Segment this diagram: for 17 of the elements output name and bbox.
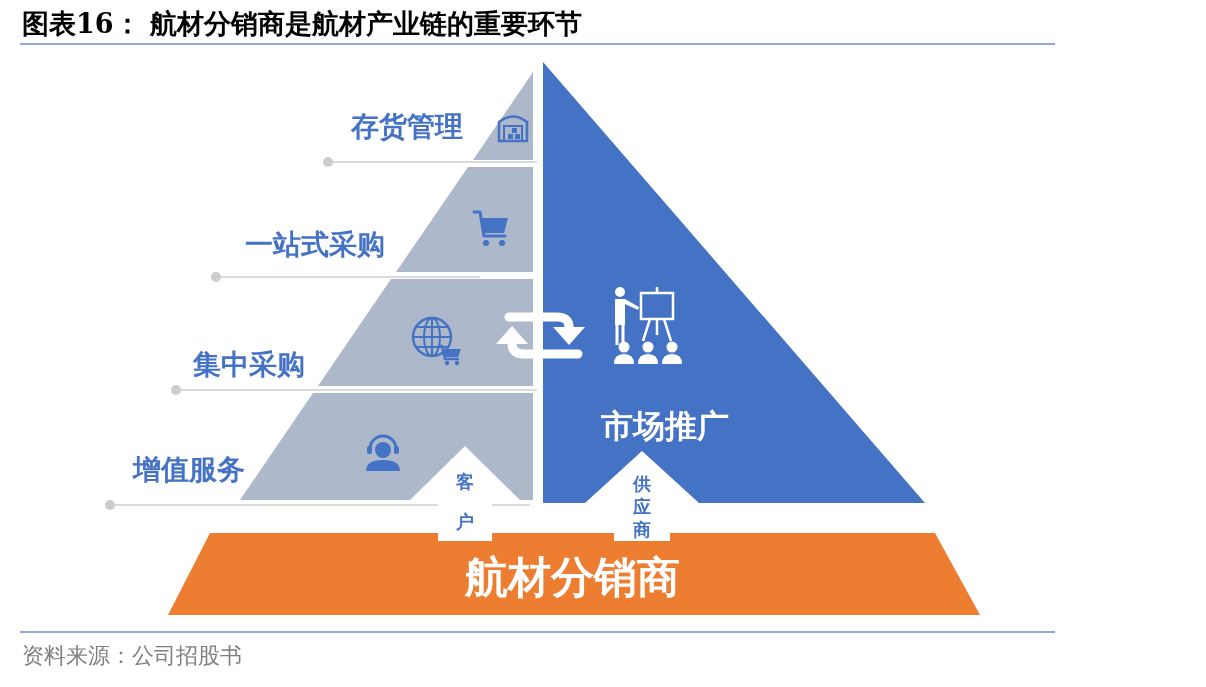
edge-label: 客户 — [455, 470, 475, 534]
pyramid-tier — [133, 393, 533, 500]
edge-label: 供应商 — [632, 472, 652, 541]
pyramid-tier — [245, 167, 533, 272]
block-arrow — [585, 451, 699, 541]
tier-label: 集中采购 — [193, 348, 305, 382]
block-label: 市场推广 — [601, 407, 729, 446]
tier-label: 存货管理 — [351, 110, 463, 144]
block-arrow — [410, 446, 520, 541]
curved-arrow — [496, 326, 583, 359]
base-label: 航材分销商 — [464, 552, 680, 604]
source-note: 资料来源：公司招股书 — [22, 642, 242, 670]
figure-title: 图表16： 航材分销商是航材产业链的重要环节 — [22, 8, 582, 40]
pyramid-tier — [193, 279, 533, 386]
tier-label: 一站式采购 — [245, 228, 385, 262]
pyramid-tier — [351, 72, 533, 160]
tier-label: 增值服务 — [133, 453, 245, 487]
